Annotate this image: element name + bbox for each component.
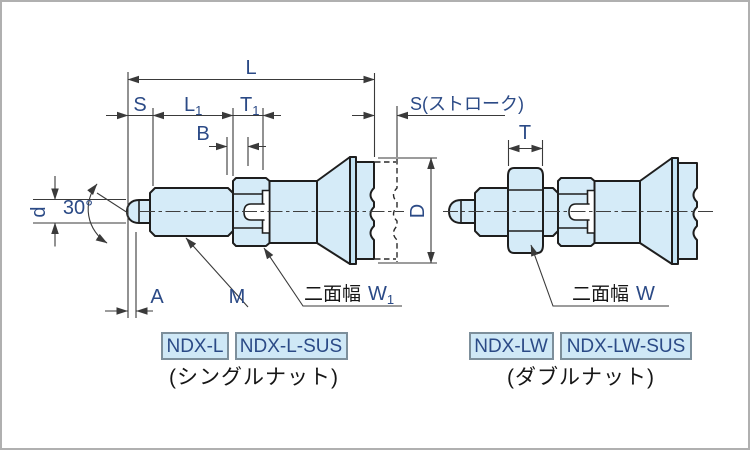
leader-thread-M — [185, 237, 249, 308]
label-stroke-s: S — [133, 94, 146, 116]
label-l1-sub: 1 — [195, 103, 202, 118]
angle-arc — [87, 183, 108, 244]
knob-grip — [355, 161, 375, 260]
label-stroke-note: S(ストローク) — [410, 94, 524, 114]
model-name-ndx-l: NDX-L — [166, 336, 223, 357]
plunger-double-nut — [443, 157, 716, 265]
leader-width-flats-w — [530, 244, 669, 307]
hex-nut-facet-lines — [507, 189, 544, 232]
hex-nut — [507, 167, 544, 254]
label-l1-base: L — [184, 94, 195, 116]
label-tip-length: A — [150, 286, 164, 308]
phantom-grip-edge — [392, 159, 398, 262]
model-name-ndx-l-sus: NDX-L-SUS — [240, 336, 342, 357]
model-box-ndx-l — [161, 332, 229, 360]
plunger-single-nut — [126, 156, 404, 265]
label-w-base: W — [636, 283, 655, 305]
phantom-top-bottom-lines — [375, 161, 396, 260]
angle-reference-line — [96, 192, 129, 214]
label-t1-sub: 1 — [252, 103, 259, 118]
label-width-flats-w1: 二面幅 W1 — [304, 283, 394, 307]
model-name-ndx-lw: NDX-LW — [474, 336, 548, 357]
label-t1: T1 — [240, 94, 259, 118]
label-w1-sub: 1 — [387, 292, 394, 307]
caption-single-nut: (シングルナット) — [169, 366, 339, 389]
label-t1-base: T — [240, 94, 252, 116]
label-thread-m: M — [229, 286, 246, 308]
label-width-flats-w: 二面幅 W — [572, 283, 655, 305]
label-overall-length: L — [245, 57, 256, 79]
leader-width-flats-w1 — [263, 247, 402, 307]
label-knob-diameter: D — [407, 204, 429, 218]
model-labels: NDX-L NDX-L-SUS (シングルナット) NDX-LW NDX-LW-… — [161, 332, 692, 389]
label-tip-angle: 30° — [63, 197, 93, 219]
label-w1-prefix: 二面幅 — [304, 283, 361, 305]
label-slot-b: B — [196, 123, 209, 145]
model-box-ndx-lw-sus — [560, 332, 692, 360]
label-l1: L1 — [184, 94, 202, 118]
label-pin-diameter: d — [28, 206, 50, 217]
label-w1-base: W — [368, 283, 387, 305]
model-box-ndx-l-sus — [235, 332, 348, 360]
dimension-lines — [51, 75, 669, 315]
model-name-ndx-lw-sus: NDX-LW-SUS — [567, 336, 686, 357]
knob-cone — [316, 156, 351, 265]
label-nut-t: T — [519, 122, 531, 144]
phantom-knob-outline — [375, 159, 398, 262]
nut-facet-lines — [557, 193, 589, 229]
label-w-prefix: 二面幅 — [572, 283, 629, 305]
caption-double-nut: (ダブルナット) — [507, 366, 655, 389]
nut-facet-lines — [232, 193, 264, 229]
model-box-ndx-lw — [469, 332, 554, 360]
